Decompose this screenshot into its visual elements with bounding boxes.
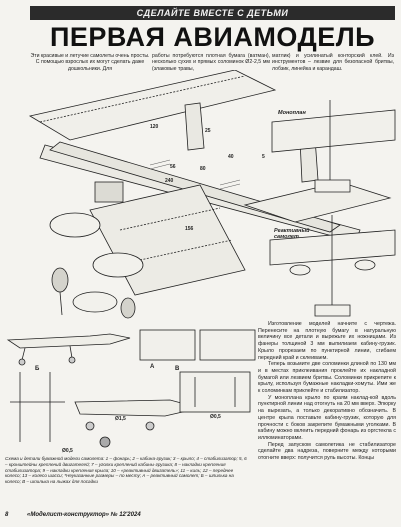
article-paragraph: Перед запуском самолетика не стабилизато… [258,441,396,462]
view-label-a: А [150,364,155,370]
monoplane-wing [271,109,396,153]
dim-label: 156 [185,226,194,232]
wing-outline [28,70,277,141]
wheel [51,267,69,293]
page-footer: 8 «Моделист-конструктор» № 12'2024 [5,512,395,522]
dim-label: Ø1,5 [115,416,126,422]
dim-label: 5 [262,154,265,160]
view-a [139,329,196,361]
article-paragraph: Теперь возьмите две соломинки длиной по … [258,361,396,395]
cabin-weight [94,181,124,203]
monoplane-label: Моноплан [278,110,306,116]
dim-label: 120 [150,124,159,130]
jet-label: Реактивный самолет [274,228,310,240]
intro-col-3: матлик) и усилинатый конторский клей. Из… [272,53,394,72]
stabilizer [243,181,392,223]
intro-col-2: работы потребуются плотная бумага (ватма… [152,53,270,72]
dim-label: 80 [200,166,206,172]
view-c [179,371,251,413]
side-views-drawing: А Б В Ø1,5 Ø0,5 Ø0,5 [6,329,256,454]
bracket [184,102,205,151]
intro-col-1: Эти красивые и летучие самолеты очень пр… [30,53,150,72]
dim-label: Ø0,5 [62,448,73,454]
figure-caption: Схема и детали бумажной модели самолета:… [5,456,247,485]
view-label-c: В [175,366,180,372]
dim-label: 240 [165,178,174,184]
dim-label: Ø0,5 [210,414,221,420]
article-body: Изготовление моделей начните с чертежа. … [258,321,396,462]
article-paragraph: Изготовление моделей начните с чертежа. … [258,321,396,361]
airplane-technical-drawing: 120 25 40 56 240 156 80 5 [28,70,396,319]
jet-wing [269,229,396,266]
page-title: ПЕРВАЯ АВИАМОДЕЛЬ [49,22,376,52]
section-header: СДЕЛАЙТЕ ВМЕСТЕ С ДЕТЬМИ [30,6,395,20]
page-number: 8 [5,512,9,518]
journal-name: «Моделист-конструктор» № 12'2024 [27,512,141,518]
dim-label: 40 [228,154,234,160]
article-paragraph: У моноплана крыло по краям наклад-кой вд… [258,394,396,441]
dim-label: 25 [205,128,211,134]
side-view-plane [6,333,131,349]
view-label-b: Б [35,366,40,372]
dim-label: 56 [170,164,176,170]
engine-cylinder [49,212,101,238]
